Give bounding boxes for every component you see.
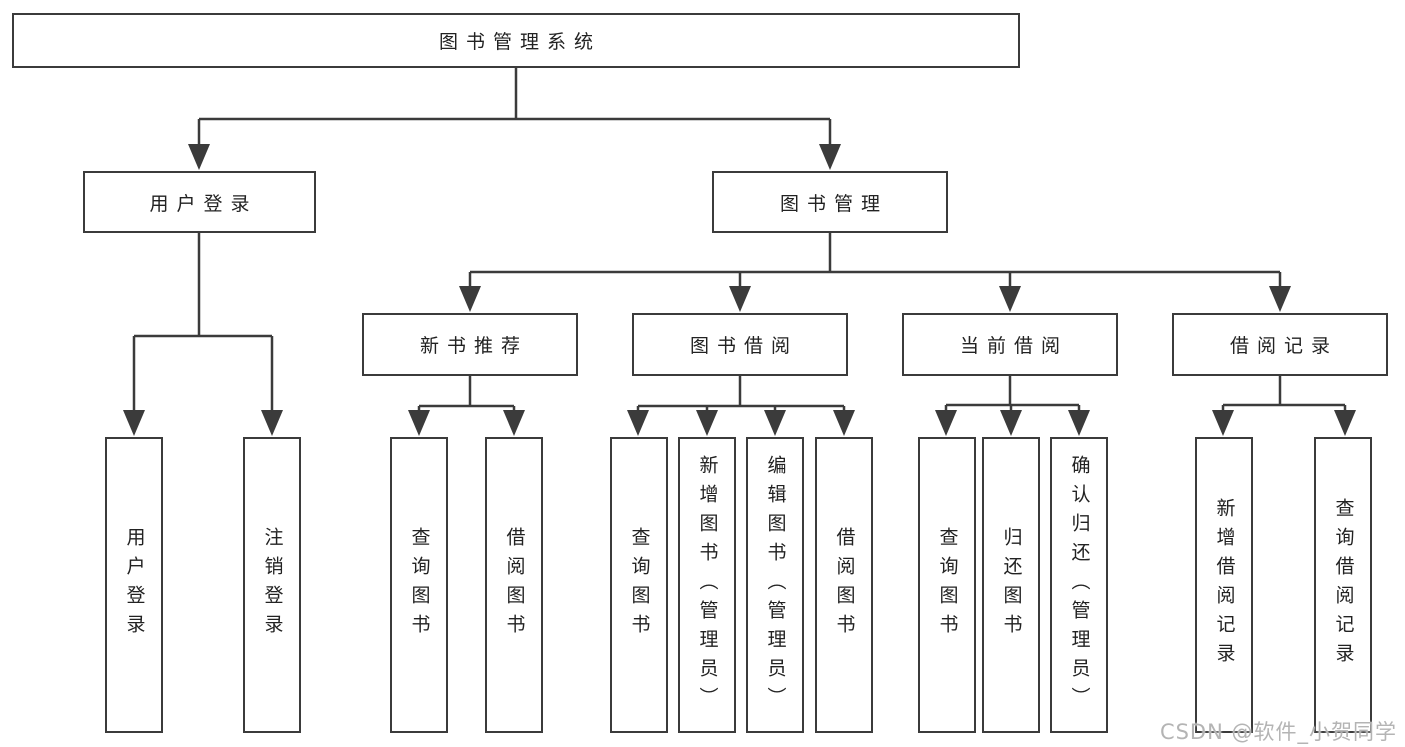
- leaf-record-add-borrow-record: 新增借阅记录: [1195, 437, 1253, 733]
- node-book-management: 图书管理: [712, 171, 948, 233]
- leaf-borrow-edit-books-admin: 编辑图书（管理员）: [746, 437, 804, 733]
- node-borrow-record: 借阅记录: [1172, 313, 1388, 376]
- watermark: CSDN @软件_小贺同学: [1159, 720, 1397, 744]
- leaf-borrow-add-books-admin: 新增图书（管理员）: [678, 437, 736, 733]
- node-label: 借阅图书: [833, 527, 856, 643]
- connector-path: [132, 68, 1347, 412]
- node-label: 当前借阅: [959, 335, 1068, 357]
- arrowhead-icons: [123, 144, 1356, 436]
- leaf-borrow-borrow-books: 借阅图书: [815, 437, 873, 733]
- node-label: 注销登录: [261, 527, 284, 643]
- leaf-record-query-borrow-record: 查询借阅记录: [1314, 437, 1372, 733]
- node-new-book-recommend: 新书推荐: [362, 313, 578, 376]
- node-label: 新增图书（管理员）: [696, 454, 719, 716]
- node-label: 图书管理系统: [438, 31, 601, 53]
- node-user-login: 用户登录: [83, 171, 316, 233]
- node-label: 查询图书: [936, 527, 959, 643]
- leaf-logout: 注销登录: [243, 437, 301, 733]
- node-label: 新增借阅记录: [1213, 498, 1236, 672]
- node-label: 图书借阅: [689, 335, 798, 357]
- node-label: 用户登录: [149, 192, 258, 215]
- node-book-borrow: 图书借阅: [632, 313, 848, 376]
- node-label: 归还图书: [1000, 527, 1023, 643]
- leaf-newrec-query-books: 查询图书: [390, 437, 448, 733]
- leaf-current-confirm-return-admin: 确认归还（管理员）: [1050, 437, 1108, 733]
- node-label: 查询图书: [628, 527, 651, 643]
- node-label: 借阅图书: [503, 527, 526, 643]
- node-label: 查询借阅记录: [1332, 498, 1355, 672]
- node-label: 查询图书: [408, 527, 431, 643]
- leaf-current-query-books: 查询图书: [918, 437, 976, 733]
- node-label: 编辑图书（管理员）: [764, 454, 787, 716]
- node-label: 用户登录: [123, 527, 146, 643]
- leaf-user-login: 用户登录: [105, 437, 163, 733]
- leaf-newrec-borrow-books: 借阅图书: [485, 437, 543, 733]
- leaf-borrow-query-books: 查询图书: [610, 437, 668, 733]
- node-root: 图书管理系统: [12, 13, 1020, 68]
- leaf-current-return-books: 归还图书: [982, 437, 1040, 733]
- node-current-borrow: 当前借阅: [902, 313, 1118, 376]
- node-label: 借阅记录: [1229, 335, 1338, 357]
- node-label: 新书推荐: [419, 335, 528, 357]
- node-label: 确认归还（管理员）: [1068, 454, 1091, 716]
- node-label: 图书管理: [779, 192, 888, 215]
